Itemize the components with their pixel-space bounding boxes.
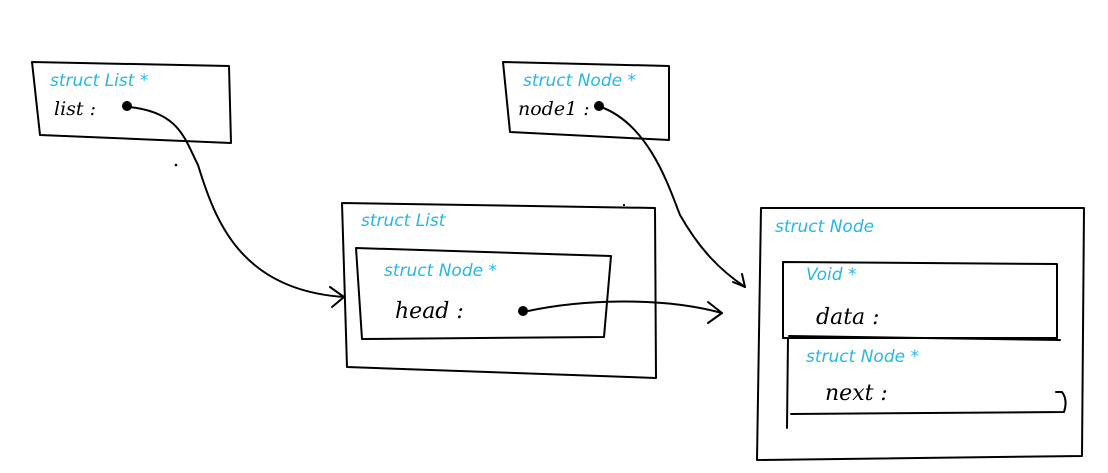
node-pointer-box-outline bbox=[502, 61, 670, 141]
list-pointer-box-outline bbox=[31, 61, 232, 144]
arrow-list-to-list-struct bbox=[128, 106, 345, 308]
data-field-box: Void * data : bbox=[782, 261, 1058, 339]
head-field-label: head : bbox=[395, 299, 464, 324]
next-field-box: struct Node * next : bbox=[786, 335, 1067, 429]
node-struct-type-label: struct Node bbox=[775, 217, 874, 237]
stray-ink-dot bbox=[174, 163, 178, 167]
head-field-outline bbox=[355, 247, 612, 340]
stray-ink-dot-2 bbox=[622, 203, 626, 207]
arrow-list-to-list-struct-head bbox=[329, 286, 345, 308]
list-struct-outline bbox=[341, 202, 657, 379]
arrow-node1-to-node-struct-head bbox=[732, 273, 746, 288]
next-field-bottom-line bbox=[790, 391, 1067, 415]
head-field-type-label: struct Node * bbox=[384, 261, 497, 281]
arrow-list-to-list-struct-line bbox=[128, 106, 345, 298]
list-pointer-field-label: list : bbox=[54, 98, 96, 120]
list-struct-type-label: struct List bbox=[361, 211, 447, 231]
next-field-top-line bbox=[788, 335, 1061, 341]
node-pointer-field-label: node1 : bbox=[518, 98, 590, 120]
node-pointer-dot bbox=[594, 101, 604, 111]
data-field-type-label: Void * bbox=[806, 265, 856, 285]
arrow-node1-to-node-struct bbox=[600, 106, 746, 288]
head-field-box: struct Node * head : bbox=[355, 247, 612, 340]
node-struct-box: struct Node Void * data : struct Node * … bbox=[756, 207, 1085, 461]
arrow-node1-to-node-struct-line bbox=[600, 106, 746, 288]
node-struct-outline bbox=[756, 207, 1085, 461]
arrow-head-to-node-struct-line bbox=[527, 300, 723, 314]
next-field-label: next : bbox=[825, 381, 888, 406]
data-field-label: data : bbox=[816, 305, 880, 330]
list-pointer-type-label: struct List * bbox=[50, 71, 148, 91]
list-pointer-dot bbox=[122, 101, 132, 111]
arrow-head-to-node-struct bbox=[527, 300, 723, 324]
next-field-left-line bbox=[786, 337, 789, 429]
head-pointer-dot bbox=[518, 306, 528, 316]
next-field-type-label: struct Node * bbox=[806, 347, 919, 367]
list-pointer-box: struct List * list : bbox=[31, 61, 232, 144]
arrow-head-to-node-struct-head bbox=[707, 301, 723, 324]
data-field-outline bbox=[782, 261, 1058, 339]
node-pointer-box: struct Node * node1 : bbox=[502, 61, 670, 141]
node-pointer-type-label: struct Node * bbox=[523, 71, 636, 91]
list-struct-box: struct List struct Node * head : bbox=[341, 202, 657, 379]
